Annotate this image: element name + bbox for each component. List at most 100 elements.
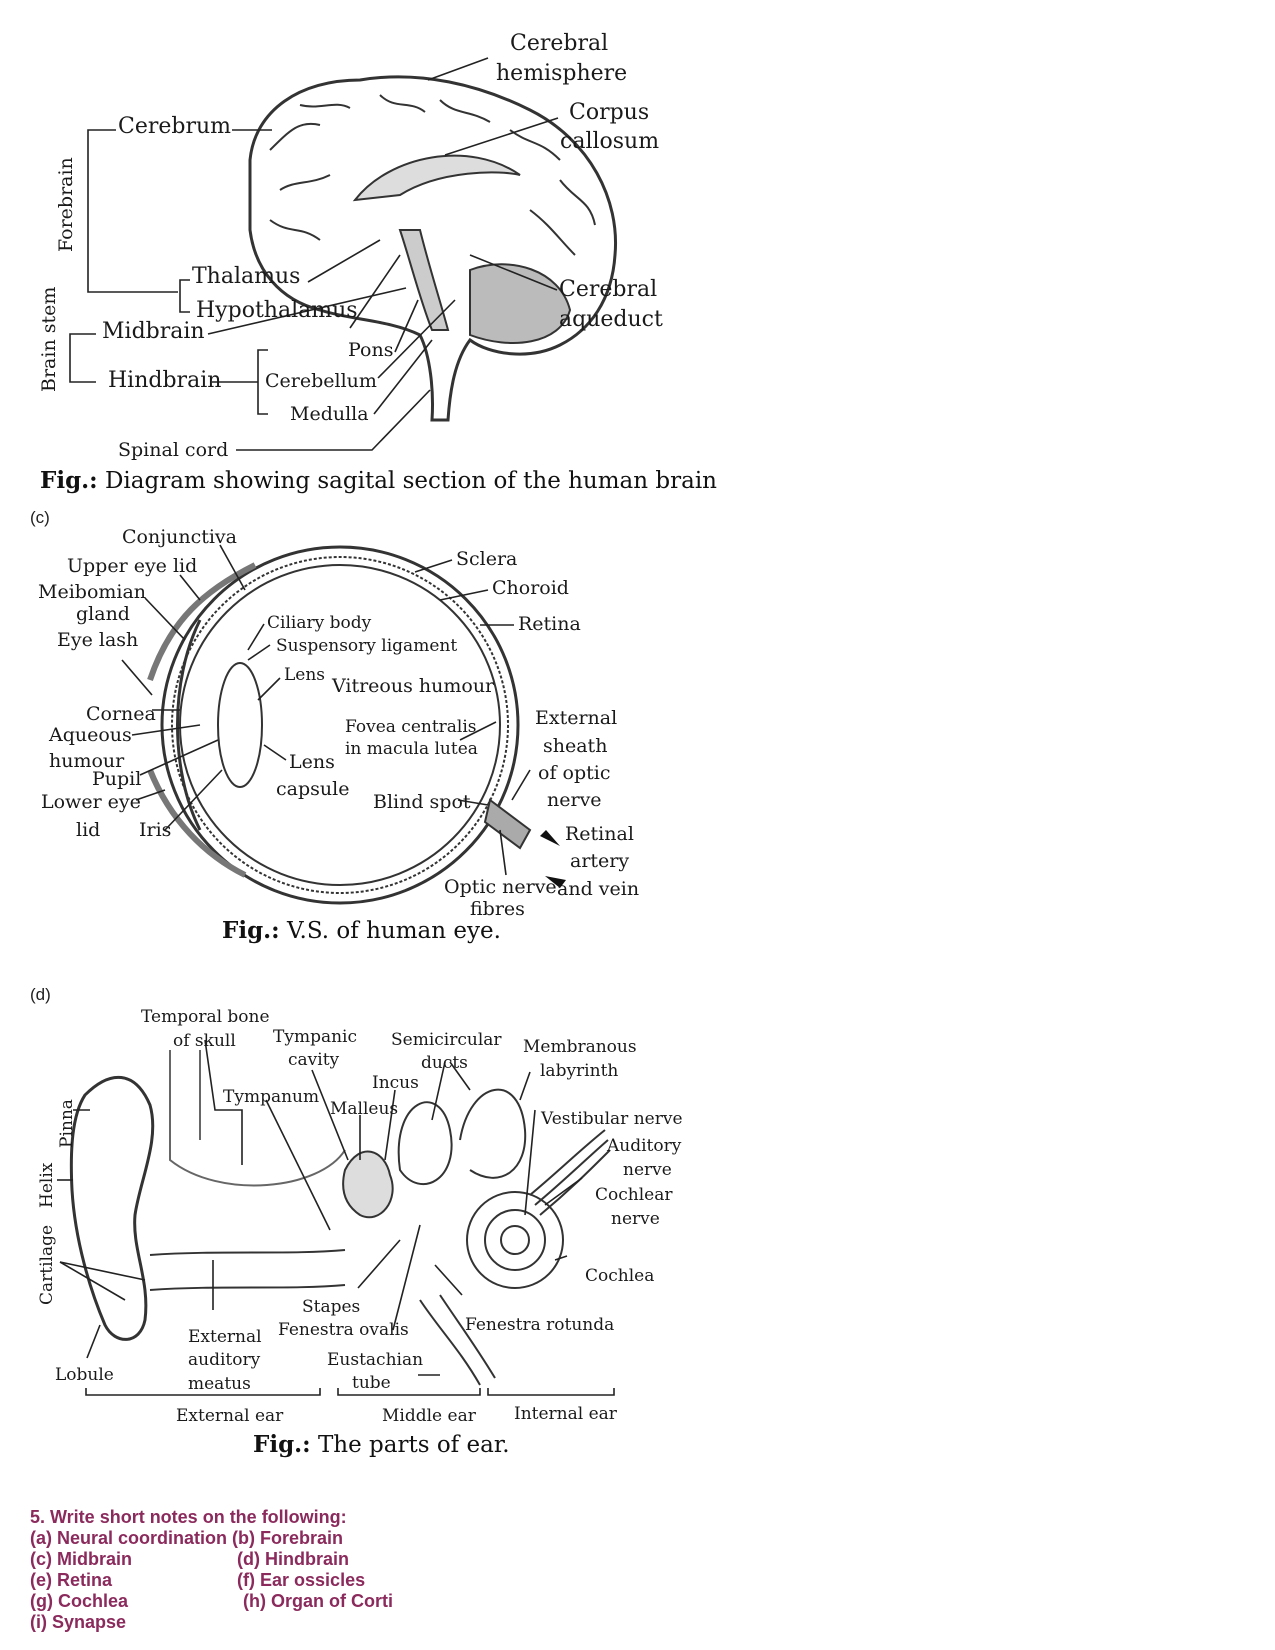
bracket-brainstem (69, 333, 96, 383)
bracket-hindbrain (257, 349, 268, 415)
leader-lens (257, 677, 281, 701)
label-optic-2: fibres (470, 898, 525, 920)
lower-eyelid-shape (147, 768, 247, 878)
label-pinna: Pinna (57, 1099, 77, 1148)
label-lens-capsule-2: capsule (276, 778, 349, 800)
leader-medulla (373, 339, 433, 415)
label-blind-spot: Blind spot (373, 791, 471, 813)
brain-caption: Fig.: Diagram showing sagital section of… (40, 467, 717, 494)
leader-temporal (204, 1039, 243, 1165)
leader-midbrain (207, 287, 407, 335)
label-conjunctiva: Conjunctiva (122, 526, 237, 548)
brainstem-shape (398, 229, 450, 331)
leader-lobule (86, 1324, 101, 1359)
cornea-shape (176, 619, 202, 831)
label-corpus-callosum-1: Corpus (569, 100, 649, 125)
label-semicircular-1: Semicircular (391, 1030, 502, 1050)
ossicles-shape (342, 1150, 394, 1219)
eye-figure: Conjunctiva Upper eye lid Meibomian glan… (38, 526, 639, 944)
label-external-sheath-2: sheath (543, 735, 607, 757)
lens-shape (217, 662, 263, 788)
leader-stapes (357, 1239, 401, 1289)
ear-caption: Fig.: The parts of ear. (253, 1431, 510, 1458)
leader-cerebral-hemisphere (427, 57, 489, 81)
label-hypothalamus: Hypothalamus (196, 298, 358, 323)
leader-hypothalamus (349, 254, 401, 329)
label-auditory-1: Auditory (606, 1136, 682, 1156)
label-tympanic-2: cavity (288, 1050, 340, 1070)
label-corpus-callosum-2: callosum (560, 129, 659, 154)
label-middle-ear: Middle ear (382, 1406, 477, 1426)
label-external-ear: External ear (176, 1406, 284, 1426)
leader-corpus-callosum (444, 117, 559, 156)
label-cochlear-1: Cochlear (595, 1185, 673, 1205)
ear-caption-text: The parts of ear. (311, 1432, 510, 1458)
label-cerebrum: Cerebrum (118, 114, 231, 139)
leader-fovea (459, 721, 497, 741)
label-sclera: Sclera (456, 548, 517, 570)
label-retinal-3: and vein (557, 878, 639, 900)
leader-ciliary-body (247, 623, 265, 651)
ear-caption-prefix: Fig.: (253, 1431, 311, 1458)
leader-fenestra-ovalis (392, 1224, 421, 1331)
brace-external-ear (85, 1388, 321, 1396)
label-choroid: Choroid (492, 577, 569, 599)
leader-sclera (414, 559, 453, 573)
eyeball-sclera (160, 545, 520, 905)
label-tympanic-1: Tympanic (273, 1027, 357, 1047)
label-aqueous-1: Aqueous (48, 724, 132, 746)
leader-cartilage-a (59, 1261, 146, 1281)
brace-internal-ear (487, 1388, 615, 1396)
label-medulla: Medulla (290, 403, 369, 425)
label-external-auditory-1: External (188, 1327, 262, 1347)
leader-optic-fibres (499, 829, 507, 876)
question-line-2: (c) Midbrain (d) Hindbrain (30, 1549, 349, 1569)
leader-eye-lash (121, 659, 153, 696)
label-aqueous-2: humour (49, 750, 125, 772)
label-meibomian-1: Meibomian (38, 581, 146, 603)
label-fovea-2: in macula lutea (345, 739, 478, 759)
leader-semicircular-a (431, 1061, 446, 1121)
label-vestibular-nerve: Vestibular nerve (540, 1109, 683, 1129)
brain-caption-prefix: Fig.: (40, 467, 98, 494)
leader-spinal-cord (236, 389, 431, 451)
label-external-sheath-1: External (535, 707, 617, 729)
label-retina: Retina (518, 613, 581, 635)
label-auditory-2: nerve (623, 1160, 672, 1180)
label-pons: Pons (348, 339, 393, 361)
label-membranous-1: Membranous (523, 1037, 637, 1057)
label-fovea-1: Fovea centralis (345, 717, 477, 737)
label-cochlear-2: nerve (611, 1209, 660, 1229)
leader-tympanum (265, 1099, 331, 1231)
semicircular-canals (397, 1088, 527, 1186)
upper-eyelid-shape (147, 562, 257, 681)
label-cochlea: Cochlea (585, 1266, 654, 1286)
leader-choroid (439, 589, 489, 601)
leader-meibomian (144, 597, 186, 641)
leader-cochlear-nerve (544, 1177, 583, 1206)
leader-cochlea (554, 1255, 568, 1261)
label-suspensory: Suspensory ligament (276, 636, 457, 656)
label-malleus: Malleus (330, 1099, 398, 1119)
label-hindbrain: Hindbrain (108, 368, 221, 393)
eye-caption-text: V.S. of human eye. (280, 918, 501, 944)
leader-thalamus (307, 239, 381, 283)
leader-cartilage-b (59, 1261, 126, 1301)
label-internal-ear: Internal ear (514, 1404, 618, 1424)
bracket-forebrain (87, 129, 178, 293)
leader-aqueous (131, 724, 201, 736)
label-cornea: Cornea (86, 703, 156, 725)
label-fenestra-ovalis: Fenestra ovalis (278, 1320, 409, 1340)
leader-incus (384, 1089, 396, 1161)
leader-pupil (139, 739, 219, 776)
label-semicircular-2: ducts (421, 1053, 468, 1073)
label-lobule: Lobule (55, 1365, 114, 1385)
label-tympanum: Tympanum (223, 1087, 319, 1107)
leader-membranous (519, 1071, 531, 1101)
leader-vestibular (524, 1109, 536, 1216)
brace-middle-ear (337, 1388, 481, 1396)
eyeball-retina (179, 564, 501, 886)
eustachian-tube-shape (419, 1294, 496, 1386)
brain-gyri (269, 94, 596, 256)
